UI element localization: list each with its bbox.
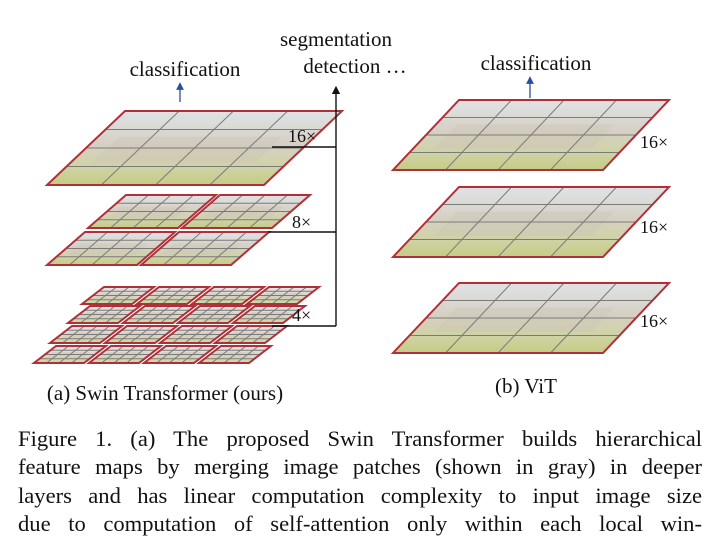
swin-layer-4x [31,286,322,364]
swin-4x-window [189,286,267,305]
swin-4x-window [79,286,157,305]
swin-8x-window [179,194,313,229]
figure-caption: Figure 1. (a) The proposed Swin Transfor… [18,425,702,539]
vit-feature-map [390,186,672,258]
swin-4x-window [141,345,219,364]
swin-layer-16x [44,110,345,186]
swin-4x-window [31,345,109,364]
vit-scale-label-3: 16× [640,311,668,331]
swin-4x-window [175,305,253,324]
seg-label: segmentation [280,27,392,51]
vit-layer-3 [390,282,672,354]
panel-b-caption: (b) ViT [495,374,557,398]
swin-8x-window [138,231,272,266]
figure-1: classification segmentation detection … … [31,27,672,405]
caption-line-3: layers and has linear computation comple… [18,482,702,508]
swin-4x-window [65,305,143,324]
multiscale-connector [268,85,341,327]
swin-4x-window [212,325,290,344]
swin-4x-window [230,305,308,324]
panel-a-caption: (a) Swin Transformer (ours) [47,381,283,405]
vit-scale-label-1: 16× [640,132,668,152]
panel-a-top-label: classification [130,57,241,81]
scale-label-8x: 8× [292,212,311,232]
vit-feature-map [390,282,672,354]
panel-b-top-label: classification [481,51,592,75]
swin-4x-window [134,286,212,305]
caption-line-1: Figure 1. (a) The proposed Swin Transfor… [18,426,702,451]
swin-16x-window [44,110,345,186]
caption-line-4: due to computation of self-attention onl… [18,511,702,537]
swin-8x-window [44,231,178,266]
swin-4x-window [244,286,322,305]
vit-feature-map [390,99,672,171]
scale-label-16x: 16× [288,126,316,146]
swin-4x-window [157,325,235,344]
scale-label-4x: 4× [292,305,311,325]
vit-scale-label-2: 16× [640,217,668,237]
swin-4x-window [86,345,164,364]
swin-4x-window [120,305,198,324]
det-label: detection … [303,54,406,78]
vit-layer-1 [390,99,672,171]
swin-4x-window [47,325,125,344]
panel-a-swin: classification segmentation detection … … [31,27,407,405]
swin-4x-window [102,325,180,344]
caption-line-2: feature maps by merging image patches (s… [18,454,702,480]
panel-b-vit: classification 16× 16× 16× (b) ViT [390,51,672,398]
swin-layer-8x [44,194,313,266]
vit-layer-2 [390,186,672,258]
swin-4x-window [196,345,274,364]
swin-8x-window [85,194,219,229]
